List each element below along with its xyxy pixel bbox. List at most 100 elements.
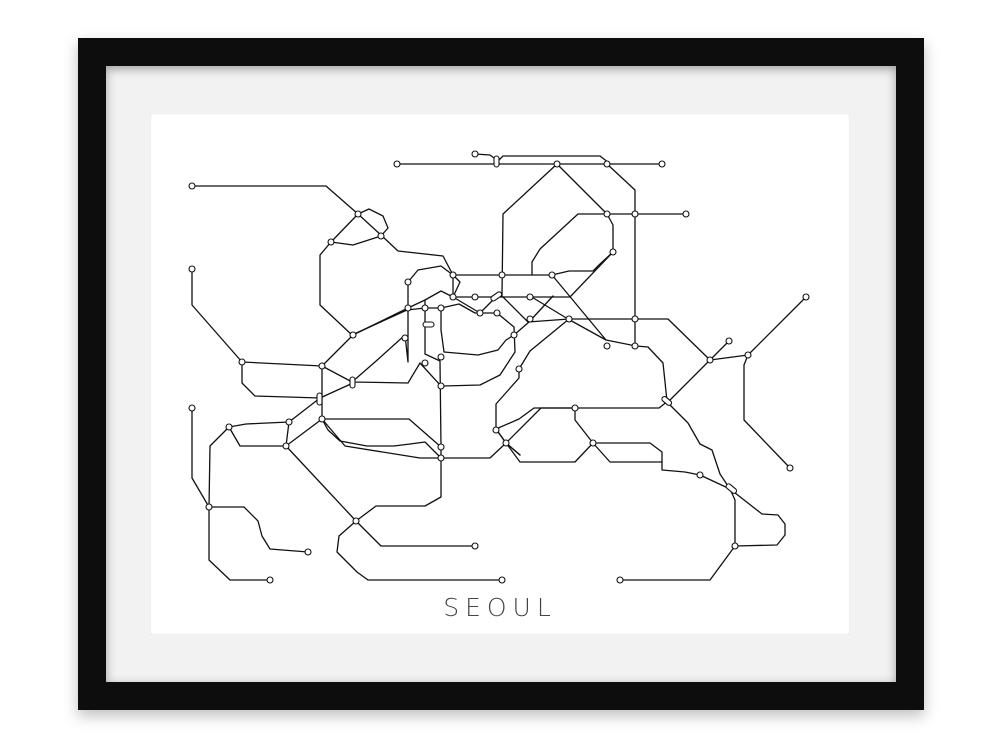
station: [502, 439, 510, 447]
station: [285, 418, 293, 426]
station: [421, 304, 429, 312]
station: [616, 576, 624, 584]
station: [393, 160, 401, 168]
interchange-station: [349, 376, 356, 389]
station: [188, 265, 196, 273]
metro-line: [321, 418, 442, 459]
station: [565, 315, 573, 323]
station: [515, 365, 523, 373]
station: [725, 337, 733, 345]
station: [437, 304, 445, 312]
station: [476, 309, 484, 317]
station: [238, 358, 246, 366]
metro-line: [709, 296, 807, 361]
interchange-station: [422, 321, 435, 328]
station: [510, 331, 518, 339]
station: [437, 454, 445, 462]
station: [498, 576, 506, 584]
station: [188, 404, 196, 412]
interchange-station: [316, 392, 323, 406]
station: [188, 182, 196, 190]
station: [437, 353, 445, 361]
station: [377, 232, 385, 240]
station: [603, 210, 611, 218]
station: [304, 548, 312, 556]
metro-line: [665, 400, 736, 547]
metro-line: [551, 213, 614, 276]
station: [352, 517, 360, 525]
metro-line: [606, 163, 636, 347]
station: [571, 404, 579, 412]
station: [493, 309, 501, 317]
metro-line: [440, 400, 669, 459]
station: [526, 293, 534, 301]
station: [449, 293, 457, 301]
station: [589, 439, 597, 447]
station: [471, 150, 479, 158]
metro-line: [208, 421, 309, 553]
metro-line: [440, 295, 554, 356]
interchange-station: [725, 483, 738, 494]
stations: [188, 150, 810, 584]
metro-line: [228, 418, 442, 459]
station: [658, 160, 666, 168]
station: [404, 304, 412, 312]
metro-line: [743, 354, 791, 469]
station: [449, 271, 457, 279]
station: [471, 542, 479, 550]
station: [318, 362, 326, 370]
metro-line: [531, 213, 608, 276]
metro-line: [501, 163, 711, 361]
station: [349, 331, 357, 339]
station: [282, 442, 290, 450]
station: [266, 576, 274, 584]
station: [471, 293, 479, 301]
metro-line: [592, 442, 663, 463]
station: [696, 471, 704, 479]
station: [318, 415, 326, 423]
interchange-station: [490, 291, 503, 302]
metro-line: [474, 153, 610, 164]
station: [401, 334, 409, 342]
station: [609, 248, 617, 256]
interchange-station: [493, 155, 500, 168]
subway-lines: [191, 153, 807, 581]
station: [354, 210, 362, 218]
station: [205, 503, 213, 511]
metro-line: [321, 299, 426, 367]
station: [437, 382, 445, 390]
metro-line: [495, 407, 786, 581]
metro-line: [191, 185, 729, 403]
station: [421, 359, 429, 367]
metro-line: [191, 407, 271, 581]
station: [492, 426, 500, 434]
station: [786, 464, 794, 472]
station: [603, 160, 611, 168]
station: [631, 315, 639, 323]
metro-line: [556, 163, 687, 215]
station: [744, 351, 752, 359]
metro-line: [407, 265, 461, 298]
metro-line: [191, 268, 442, 387]
station: [498, 271, 506, 279]
station: [731, 542, 739, 550]
poster-title: SEOUL: [443, 593, 557, 622]
metro-line: [505, 442, 594, 463]
metro-line: [330, 213, 359, 243]
station: [682, 210, 690, 218]
metro-line: [285, 397, 476, 547]
station: [603, 342, 611, 350]
metro-line: [241, 361, 354, 399]
station: [404, 278, 412, 286]
station: [225, 423, 233, 431]
metro-line: [424, 251, 614, 448]
station: [526, 315, 534, 323]
station: [631, 342, 639, 350]
station: [548, 271, 556, 279]
station: [327, 238, 335, 246]
station: [553, 160, 561, 168]
station: [631, 210, 639, 218]
station: [706, 356, 714, 364]
station: [437, 443, 445, 451]
